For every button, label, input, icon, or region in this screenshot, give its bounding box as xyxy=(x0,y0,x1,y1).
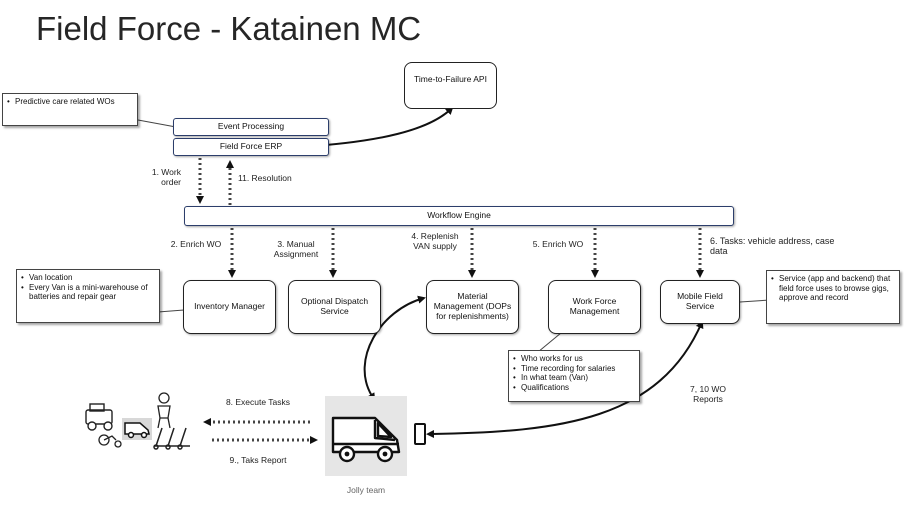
replenish-label: 4. Replenish VAN supply xyxy=(411,231,459,251)
van-material-connector xyxy=(363,295,426,402)
predictive-care-note: Predictive care related WOs xyxy=(2,93,138,126)
work-order-label: 1. Work order xyxy=(151,167,181,187)
van-location-note: Van location Every Van is a mini-warehou… xyxy=(16,269,160,323)
phone-mobile-connector xyxy=(426,320,704,438)
task-report-label: 9., Taks Report xyxy=(229,455,287,465)
field-force-erp-label: Field Force ERP xyxy=(219,141,283,152)
note-item: Qualifications xyxy=(513,383,635,393)
optional-dispatch-box: Optional Dispatch Service xyxy=(288,280,381,334)
workflow-engine-label: Workflow Engine xyxy=(427,210,491,221)
phone-icon xyxy=(414,423,426,445)
inventory-manager-label: Inventory Manager xyxy=(194,301,265,312)
wo-reports-label: 7, 10 WO Reports xyxy=(690,384,726,404)
mobile-field-service-label: Mobile Field Service xyxy=(677,291,723,311)
execute-tasks-label: 8. Execute Tasks xyxy=(225,397,291,407)
page-title: Field Force - Katainen MC xyxy=(36,10,422,47)
note-item: Time recording for salaries xyxy=(513,364,635,374)
note-item: Van location xyxy=(21,273,155,283)
service-note: Service (app and backend) that field for… xyxy=(766,270,900,324)
enrich-wo-2-label: 2. Enrich WO xyxy=(170,239,222,249)
note-item: Service (app and backend) that field for… xyxy=(771,274,895,303)
inventory-manager-box: Inventory Manager xyxy=(183,280,276,334)
note-item: Who works for us xyxy=(513,354,635,364)
optional-dispatch-label: Optional Dispatch Service xyxy=(300,296,369,316)
service-note-pointer xyxy=(739,299,771,303)
vehicles-icon xyxy=(82,392,192,457)
enrich-wo-5-label: 5. Enrich WO xyxy=(532,239,584,249)
note-item: Every Van is a mini-warehouse of batteri… xyxy=(21,283,155,302)
note-item: Predictive care related WOs xyxy=(7,97,133,107)
work-force-management-label: Work Force Management xyxy=(569,296,620,316)
ttf-api-box: Time-to-Failure API xyxy=(404,62,497,109)
field-force-erp-box: Field Force ERP xyxy=(173,138,329,156)
tasks-label: 6. Tasks: vehicle address, case data xyxy=(710,236,835,257)
manual-assignment-label: 3. Manual Assignment xyxy=(273,239,319,259)
ttf-api-label: Time-to-Failure API xyxy=(414,73,487,84)
event-processing-label: Event Processing xyxy=(217,121,285,132)
mobile-field-service-box: Mobile Field Service xyxy=(660,280,740,324)
van-icon xyxy=(325,396,407,476)
workforce-note: Who works for us Time recording for sala… xyxy=(508,350,640,402)
work-force-management-box: Work Force Management xyxy=(548,280,641,334)
material-management-box: Material Management (DOPs for replenishm… xyxy=(426,280,519,334)
jolly-team-label: Jolly team xyxy=(346,485,386,495)
predictive-note-pointer xyxy=(137,119,177,128)
van-note-pointer xyxy=(157,309,185,313)
workflow-engine-box: Workflow Engine xyxy=(184,206,734,226)
note-item: In what team (Van) xyxy=(513,373,635,383)
material-management-label: Material Management (DOPs for replenishm… xyxy=(433,291,512,321)
event-processing-box: Event Processing xyxy=(173,118,329,136)
resolution-label: 11. Resolution xyxy=(238,173,292,183)
